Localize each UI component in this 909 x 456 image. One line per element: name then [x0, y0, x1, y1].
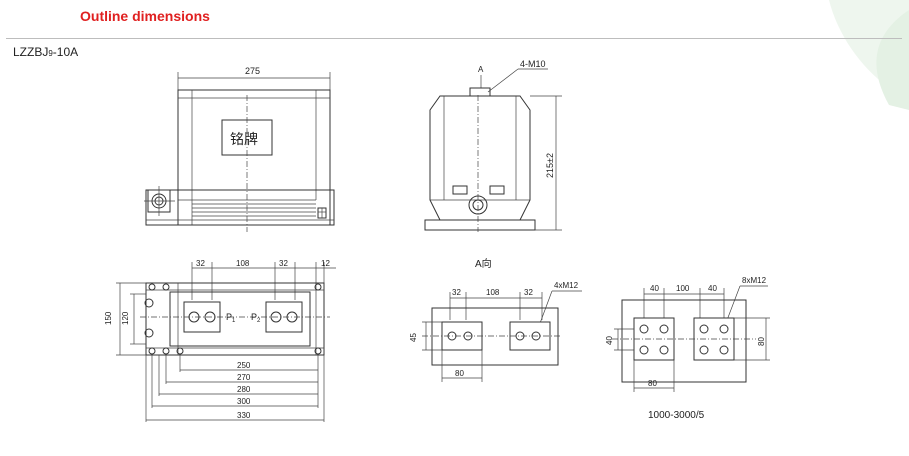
front-view: 275 铭牌	[144, 66, 335, 232]
plan-dim-280: 280	[237, 385, 251, 394]
plan-dim-12: 12	[321, 259, 330, 268]
view-a-label: A向	[475, 257, 492, 270]
terminal-detail-large: 40 100 40 8xM12 40 80 80 10	[605, 276, 770, 421]
tl-dim-40-b: 40	[708, 284, 717, 293]
nameplate-label: 铭牌	[230, 131, 258, 147]
tl-hole-label: 8xM12	[742, 276, 767, 285]
plan-dim-32-right: 32	[279, 259, 288, 268]
terminal-p2: P2	[251, 312, 261, 324]
plan-dim-300: 300	[237, 397, 251, 406]
thread-label: 4-M10	[520, 59, 546, 69]
view-letter-a: A	[478, 65, 484, 74]
ts-dim-32-b: 32	[524, 288, 533, 297]
tl-dim-80-v: 80	[757, 337, 766, 346]
page-title: Outline dimensions	[80, 8, 210, 24]
plan-dim-32-left: 32	[196, 259, 205, 268]
ts-dim-45: 45	[409, 333, 418, 342]
plan-dim-120: 120	[121, 311, 130, 325]
tl-dim-40-a: 40	[650, 284, 659, 293]
plan-dim-270: 270	[237, 373, 251, 382]
tl-dim-40-v: 40	[605, 336, 614, 345]
terminal-p1: P1	[226, 312, 236, 324]
ratio-label: 1000-3000/5	[648, 410, 705, 421]
dim-275: 275	[245, 66, 260, 76]
plan-dim-330: 330	[237, 411, 251, 420]
dim-215: 215±2	[545, 153, 555, 178]
side-view: A 4-M10 215±2	[424, 59, 562, 232]
ts-hole-label: 4xM12	[554, 281, 579, 290]
ts-dim-80: 80	[455, 369, 464, 378]
decorative-leaf	[829, 0, 909, 110]
terminal-detail-small: 32 108 32 4xM12 45 80	[409, 281, 582, 382]
tl-dim-100: 100	[676, 284, 690, 293]
plan-dim-108: 108	[236, 259, 250, 268]
plan-view: 32 108 32 12 P1 P2 150	[104, 259, 336, 422]
ts-dim-32-a: 32	[452, 288, 461, 297]
model-number: LZZBJ9-10A	[13, 45, 79, 59]
ts-dim-108: 108	[486, 288, 500, 297]
plan-dim-150: 150	[104, 311, 113, 325]
tl-dim-80-h: 80	[648, 379, 657, 388]
plan-dim-250: 250	[237, 361, 251, 370]
title-divider	[6, 38, 902, 39]
